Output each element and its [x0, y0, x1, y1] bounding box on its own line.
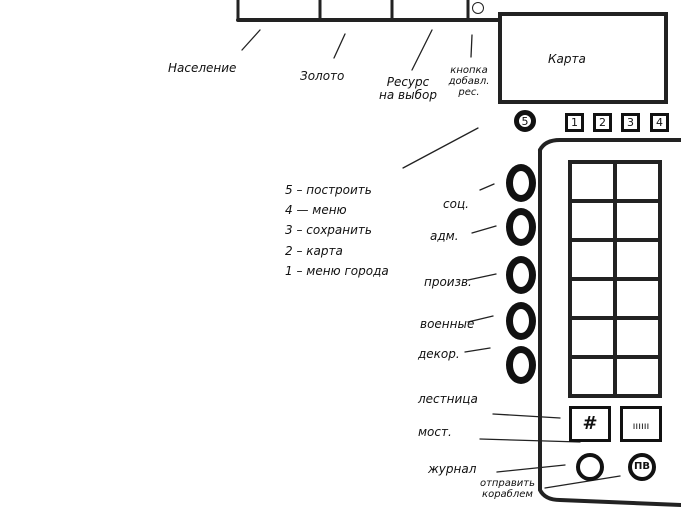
stairs-button[interactable]: # — [569, 406, 611, 442]
button-2[interactable]: 2 — [593, 113, 612, 132]
category-military-button[interactable] — [506, 302, 536, 340]
button-5[interactable]: 5 — [514, 110, 536, 132]
add-resource-icon[interactable] — [472, 2, 484, 14]
journal-button[interactable] — [576, 453, 604, 481]
legend-item: 5 – построить — [285, 183, 372, 197]
category-social-button[interactable] — [506, 164, 536, 202]
label-bridge: мост. — [418, 425, 452, 439]
label-decor: декор. — [418, 347, 460, 361]
label-journal: журнал — [428, 462, 477, 476]
category-decor-button[interactable] — [506, 346, 536, 384]
label-military: военные — [420, 317, 475, 331]
label-resource: Ресурс на выбор — [379, 75, 437, 103]
legend-item: 2 – карта — [285, 243, 343, 258]
label-ship: отправить кораблем — [479, 478, 536, 500]
legend-item: 3 – сохранить — [285, 223, 372, 238]
label-population: Население — [168, 61, 237, 75]
category-admin-button[interactable] — [506, 208, 536, 246]
label-admin: адм. — [430, 229, 459, 243]
map-label: Карта — [548, 52, 586, 66]
map-panel[interactable] — [498, 12, 668, 104]
label-add-resource: кнопка добавл. рес. — [448, 65, 490, 98]
label-social: соц. — [443, 197, 469, 211]
label-production: произв. — [424, 275, 472, 289]
button-1[interactable]: 1 — [565, 113, 584, 132]
ship-icon: ПВ — [634, 461, 650, 472]
label-stairs: лестница — [418, 392, 478, 406]
legend-item: 4 — меню — [285, 203, 347, 218]
legend-item: 1 – меню города — [285, 263, 389, 278]
ship-button[interactable]: ПВ — [628, 453, 656, 481]
bridge-button[interactable]: ıııııı — [620, 406, 662, 442]
building-grid[interactable] — [568, 160, 662, 398]
category-production-button[interactable] — [506, 256, 536, 294]
bridge-icon: ıııııı — [632, 421, 650, 432]
label-gold: Золото — [300, 69, 345, 83]
legend: 5 – построить 4 — меню 3 – сохранить 2 –… — [285, 183, 389, 278]
stairs-icon: # — [582, 413, 598, 434]
button-4[interactable]: 4 — [650, 113, 669, 132]
button-3[interactable]: 3 — [621, 113, 640, 132]
